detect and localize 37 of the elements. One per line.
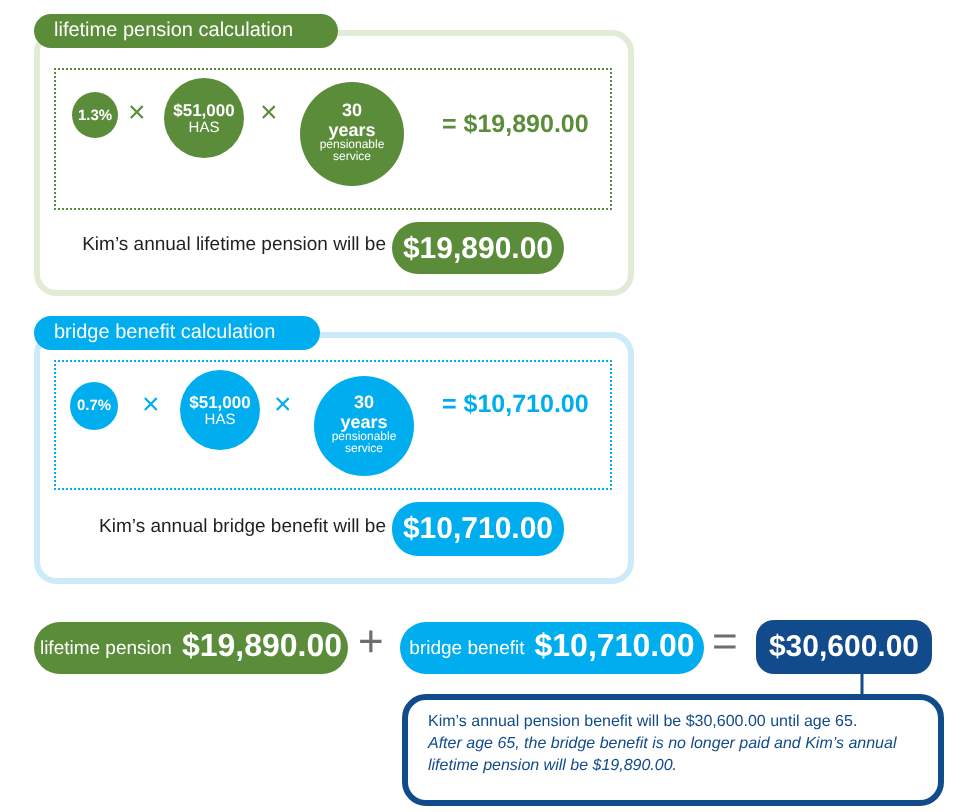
amount-text: $10,710.00 — [534, 630, 695, 666]
multiply-sign: × — [274, 390, 292, 420]
factor-value: 30 years — [340, 394, 388, 432]
leader-line — [860, 674, 864, 694]
factor-value: 30 years — [328, 102, 376, 140]
result-text: = $19,890.00 — [442, 110, 589, 138]
multiply-sign: × — [260, 98, 278, 128]
equals-sign: = — [712, 620, 738, 664]
section-tab: lifetime pension calculation — [34, 14, 338, 48]
factor-circle — [180, 370, 260, 450]
amount-pill: $19,890.00 — [392, 222, 564, 274]
factor-circle — [314, 376, 414, 476]
sentence-text: Kim’s annual lifetime pension will be — [82, 234, 386, 256]
total-pill: $30,600.00 — [756, 620, 932, 674]
formula-box — [54, 68, 612, 210]
multiply-sign: × — [128, 98, 146, 128]
amount-pill — [34, 622, 348, 674]
multiply-sign: × — [142, 390, 160, 420]
calculation-panel — [34, 14, 634, 296]
amount-pill: $10,710.00 — [392, 502, 564, 556]
factor-circle — [164, 78, 244, 158]
factor-value: $51,000 — [189, 393, 251, 412]
factor-value: $51,000 — [173, 101, 235, 120]
note-text: After age 65, the bridge benefit is no longer paid and Kim’s annual lifetime pension will be $19,890.00. — [428, 733, 899, 777]
calculation-panel — [34, 316, 634, 584]
result-text: = $10,710.00 — [442, 390, 589, 418]
factor-circle — [300, 82, 404, 186]
pill-label: bridge benefit — [409, 637, 525, 659]
amount-pill — [400, 622, 704, 674]
amount-text: $19,890.00 — [181, 630, 343, 666]
section-tab: bridge benefit calculation — [34, 316, 320, 350]
note-text: Kim’s annual pension benefit will be $30,600.00 until age 65. — [428, 712, 860, 734]
formula-box — [54, 360, 612, 490]
pill-label: lifetime pension — [39, 637, 172, 659]
plus-sign: + — [358, 620, 384, 664]
note-box — [402, 694, 944, 806]
sentence-text: Kim’s annual bridge benefit will be — [99, 516, 386, 538]
